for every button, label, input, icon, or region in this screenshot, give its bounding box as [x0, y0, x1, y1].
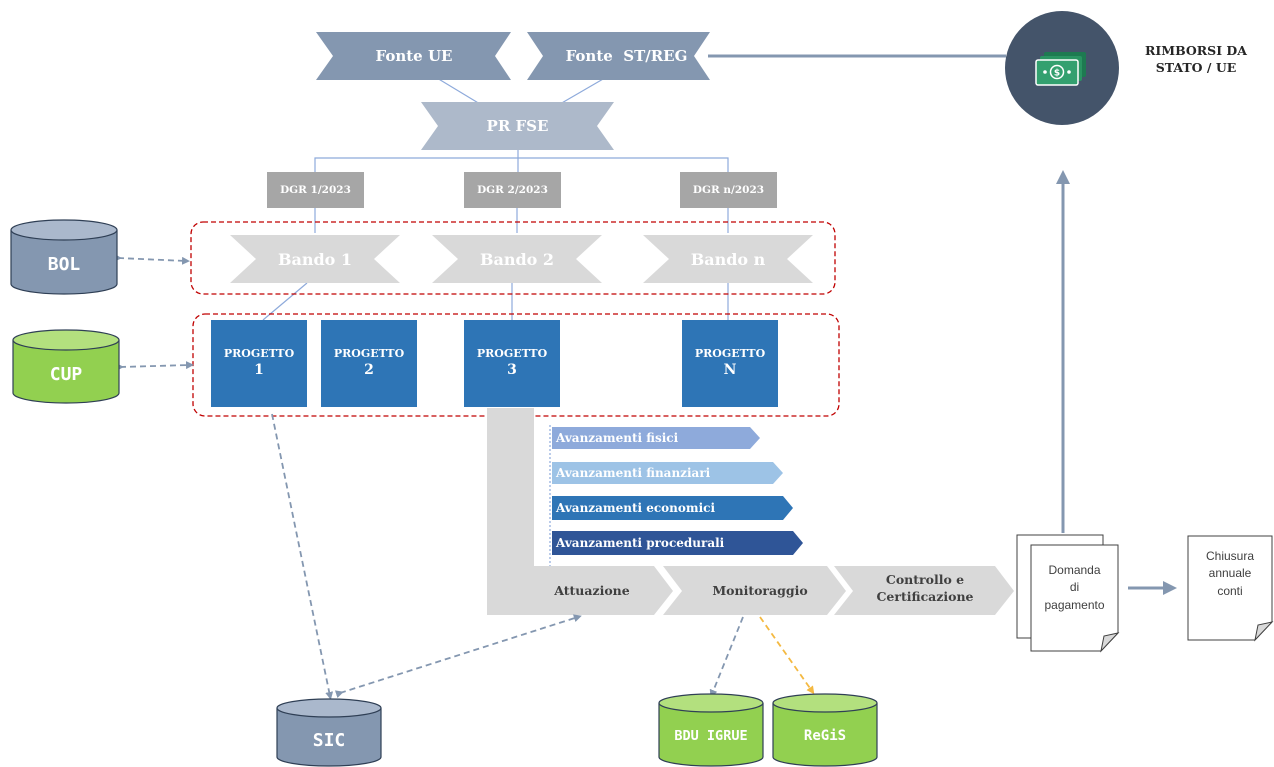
bando-2-chevron — [432, 235, 602, 283]
bando-n-chevron — [643, 235, 813, 283]
dashed-connectors — [113, 253, 744, 700]
avanzamenti-economici-label: Avanzamenti economici — [556, 501, 716, 515]
progetto-title: PROGETTO — [694, 346, 766, 360]
dgr-n: DGR n/2023 — [680, 172, 777, 208]
progetto-title: PROGETTO — [223, 346, 295, 360]
attuazione-stem — [487, 408, 534, 566]
pr-fse-label: PR FSE — [486, 117, 549, 135]
progetto-number: 3 — [507, 362, 517, 379]
sic-cylinder — [276, 698, 382, 767]
controllo-line-1: Controllo e — [885, 572, 965, 587]
chiusura-document — [1187, 535, 1274, 642]
bando-1-label: Bando 1 — [277, 249, 353, 269]
monitoraggio-chevron — [663, 566, 846, 615]
bol-cylinder — [10, 219, 118, 295]
fonte-streg-label: Fonte ST/REG — [565, 47, 688, 65]
avanzamenti-procedurali-bar — [552, 531, 803, 555]
progetto-number: N — [723, 362, 737, 379]
rimborsi-line-2: STATO / UE — [1155, 59, 1237, 75]
attuazione-chevron — [487, 566, 673, 615]
fonte-ue-chevron — [316, 32, 511, 80]
regis-label: ReGiS — [803, 728, 847, 744]
bdu-igrue-cylinder — [658, 693, 764, 767]
money-stack-icon: $ — [1035, 52, 1086, 86]
avanzamenti-economici-bar — [552, 496, 793, 520]
bando-2-label: Bando 2 — [479, 249, 555, 269]
controllo-line-2: Certificazione — [876, 588, 974, 604]
bol-label: BOL — [47, 253, 81, 275]
dgr-2: DGR 2/2023 — [464, 172, 561, 208]
bandi-group-box — [190, 221, 836, 295]
pr-fse-chevron — [421, 102, 614, 150]
progetto-title: PROGETTO — [476, 346, 548, 360]
avanzamenti-procedurali-label: Avanzamenti procedurali — [556, 536, 725, 550]
avanzamenti-finanziari-bar — [552, 462, 783, 484]
attuazione-label: Attuazione — [554, 583, 630, 598]
progetto-1: PROGETTO 1 — [211, 320, 307, 407]
avanzamenti-finanziari-label: Avanzamenti finanziari — [556, 466, 711, 480]
fonte-streg-chevron — [527, 32, 710, 80]
domanda-label: Domanda di pagamento — [1044, 563, 1105, 612]
rimborsi-label: RIMBORSI DA STATO / UE — [1120, 43, 1272, 77]
fonte-ue-label: Fonte UE — [375, 47, 453, 65]
avanzamenti-fisici-bar — [552, 427, 760, 449]
progetto-3: PROGETTO 3 — [464, 320, 560, 407]
sic-label: SIC — [312, 729, 346, 751]
progetto-number: 2 — [364, 362, 374, 379]
chiusura-label: Chiusura annuale conti — [1205, 549, 1255, 598]
dgr-1: DGR 1/2023 — [267, 172, 364, 208]
controllo-chevron — [834, 566, 1014, 615]
regis-cylinder — [772, 693, 878, 767]
progetto-title: PROGETTO — [333, 346, 405, 360]
svg-text:$: $ — [1054, 69, 1060, 79]
progetto-2: PROGETTO 2 — [321, 320, 417, 407]
rimborsi-line-1: RIMBORSI DA — [1145, 43, 1247, 58]
bando-n-label: Bando n — [690, 249, 766, 269]
cup-label: CUP — [49, 363, 83, 385]
bando-1-chevron — [230, 235, 400, 283]
monitoraggio-label: Monitoraggio — [712, 583, 808, 598]
bdu-igrue-label: BDU IGRUE — [674, 728, 748, 744]
controllo-label: Controllo e Certificazione — [850, 572, 1000, 606]
cup-cylinder — [12, 329, 120, 404]
domanda-document-stack — [1016, 534, 1120, 653]
progetto-n: PROGETTO N — [682, 320, 778, 407]
avanzamenti-fisici-label: Avanzamenti fisici — [556, 431, 679, 445]
progetto-number: 1 — [254, 362, 264, 379]
regis-connector — [759, 616, 815, 695]
